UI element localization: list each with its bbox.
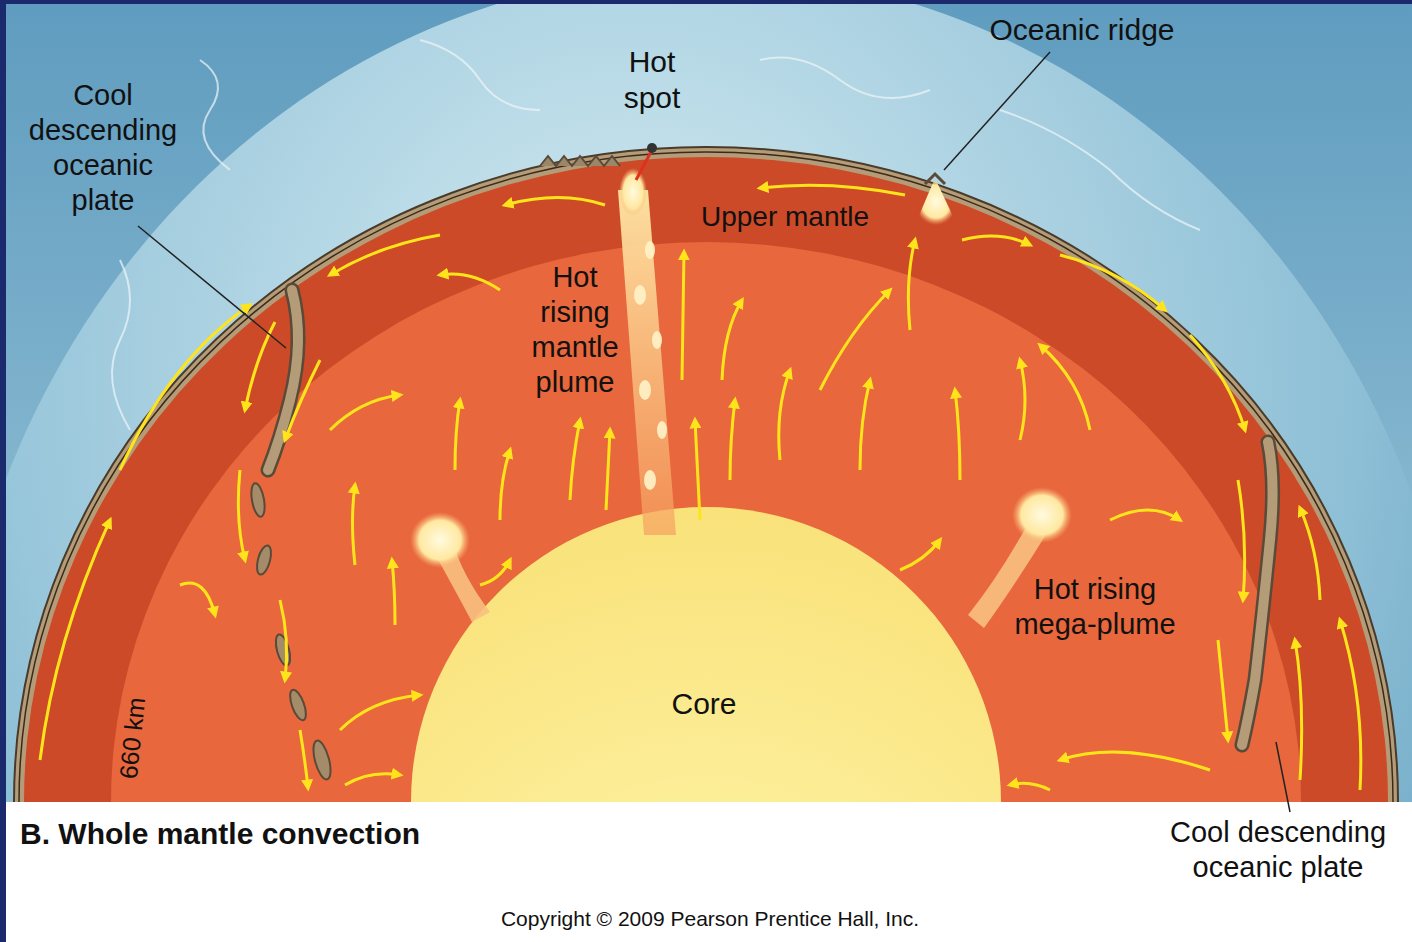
descending-slab-outline: [1242, 442, 1273, 745]
seafloor-line: [1000, 110, 1200, 230]
seafloor-line: [760, 58, 930, 99]
plume-blob: [639, 380, 651, 400]
flow-arrow: [1110, 510, 1180, 520]
flow-arrow: [962, 236, 1030, 245]
copyright-note: Copyright © 2009 Pearson Prentice Hall, …: [390, 906, 1030, 932]
plume-blob: [657, 421, 667, 439]
hot-spot-label: Hot spot: [607, 44, 697, 116]
flow-arrow: [280, 600, 287, 680]
flow-arrow: [722, 300, 742, 380]
mega-plume-head: [1012, 487, 1072, 543]
flow-arrow: [695, 420, 700, 520]
descending-slab-outline: [268, 290, 298, 470]
mega-plume-label: Hot rising mega-plume: [995, 572, 1195, 642]
convection-arrows: [40, 185, 1361, 790]
flow-arrow: [682, 252, 684, 380]
flow-arrow: [300, 730, 308, 788]
hot-spot-volcano: [647, 143, 657, 153]
slab-label: Cool descending oceanic plate: [19, 78, 187, 218]
flow-arrow: [120, 305, 250, 470]
plume-blob: [634, 285, 646, 305]
slab-fragment: [310, 739, 334, 781]
flow-arrow: [1060, 752, 1210, 770]
descending-slab: [1242, 442, 1273, 745]
descending-slab: [268, 290, 298, 470]
flow-arrow: [353, 485, 356, 565]
plume-blob: [644, 470, 656, 490]
volcanic-chain: [540, 156, 620, 166]
flow-arrow: [820, 290, 890, 390]
hot-spot-conduit: [636, 150, 652, 180]
plume-blob: [645, 241, 655, 259]
flow-arrow: [1300, 508, 1320, 600]
flow-arrow: [340, 695, 420, 730]
flow-arrow: [1020, 360, 1025, 440]
flow-arrow: [330, 235, 440, 275]
ridge-label: Oceanic ridge: [952, 12, 1212, 48]
flow-arrow: [908, 240, 915, 330]
flow-arrow: [180, 583, 215, 615]
flow-arrow: [1238, 480, 1245, 600]
slab-fragment: [273, 633, 293, 667]
flow-arrow: [570, 420, 580, 500]
flow-arrow: [500, 450, 510, 520]
flow-arrow: [455, 400, 460, 470]
flow-arrow: [760, 185, 905, 195]
flow-arrow: [900, 540, 940, 570]
flow-arrow: [285, 360, 320, 440]
flow-arrow: [1295, 640, 1302, 780]
slide-border: [0, 0, 1412, 4]
flow-arrow: [606, 430, 610, 510]
flow-arrow: [1190, 335, 1245, 430]
seafloor-line: [420, 40, 540, 110]
figure-caption: B. Whole mantle convection: [20, 816, 420, 852]
leader-line: [944, 52, 1050, 170]
flow-arrow: [1040, 345, 1090, 430]
slab-fragment: [254, 544, 273, 576]
seafloor-line: [200, 60, 230, 170]
plume-head: [619, 168, 647, 216]
mega-plume-head: [410, 512, 470, 568]
plume-label: Hot rising mantle plume: [515, 260, 635, 400]
leader-line: [138, 226, 286, 348]
slab-fragment: [249, 482, 267, 518]
flow-arrow: [1218, 640, 1228, 740]
flow-arrow: [1010, 783, 1050, 790]
ridge-crest: [925, 174, 945, 184]
flow-arrow: [345, 774, 400, 785]
flow-arrow: [955, 390, 960, 480]
node-text: Core: [671, 686, 736, 722]
flow-arrow: [238, 470, 245, 560]
flow-arrow: [40, 520, 110, 760]
plume-blob: [652, 331, 662, 349]
flow-arrow: [1340, 620, 1361, 790]
slab-label: Cool descending oceanic plate: [1153, 815, 1403, 885]
mantle-plume-column: [618, 190, 676, 535]
flow-arrow: [860, 380, 870, 470]
flow-arrow: [440, 274, 500, 290]
flow-arrow: [480, 560, 510, 585]
flow-arrow: [1060, 255, 1165, 310]
layer-label: Upper mantle: [675, 200, 895, 234]
page-ground: [0, 802, 1412, 942]
flow-arrow: [779, 370, 790, 460]
leader-line: [1276, 742, 1290, 812]
slab-fragments: [249, 482, 334, 781]
slide-border: [0, 0, 6, 942]
ridge-upwelling: [915, 178, 957, 225]
flow-arrow: [505, 198, 605, 206]
slab-fragment: [287, 688, 309, 722]
flow-arrow: [730, 400, 735, 480]
seafloor-line: [112, 260, 130, 430]
flow-arrow: [330, 395, 400, 430]
flow-arrow: [392, 560, 395, 625]
plume-blobs: [634, 241, 667, 490]
